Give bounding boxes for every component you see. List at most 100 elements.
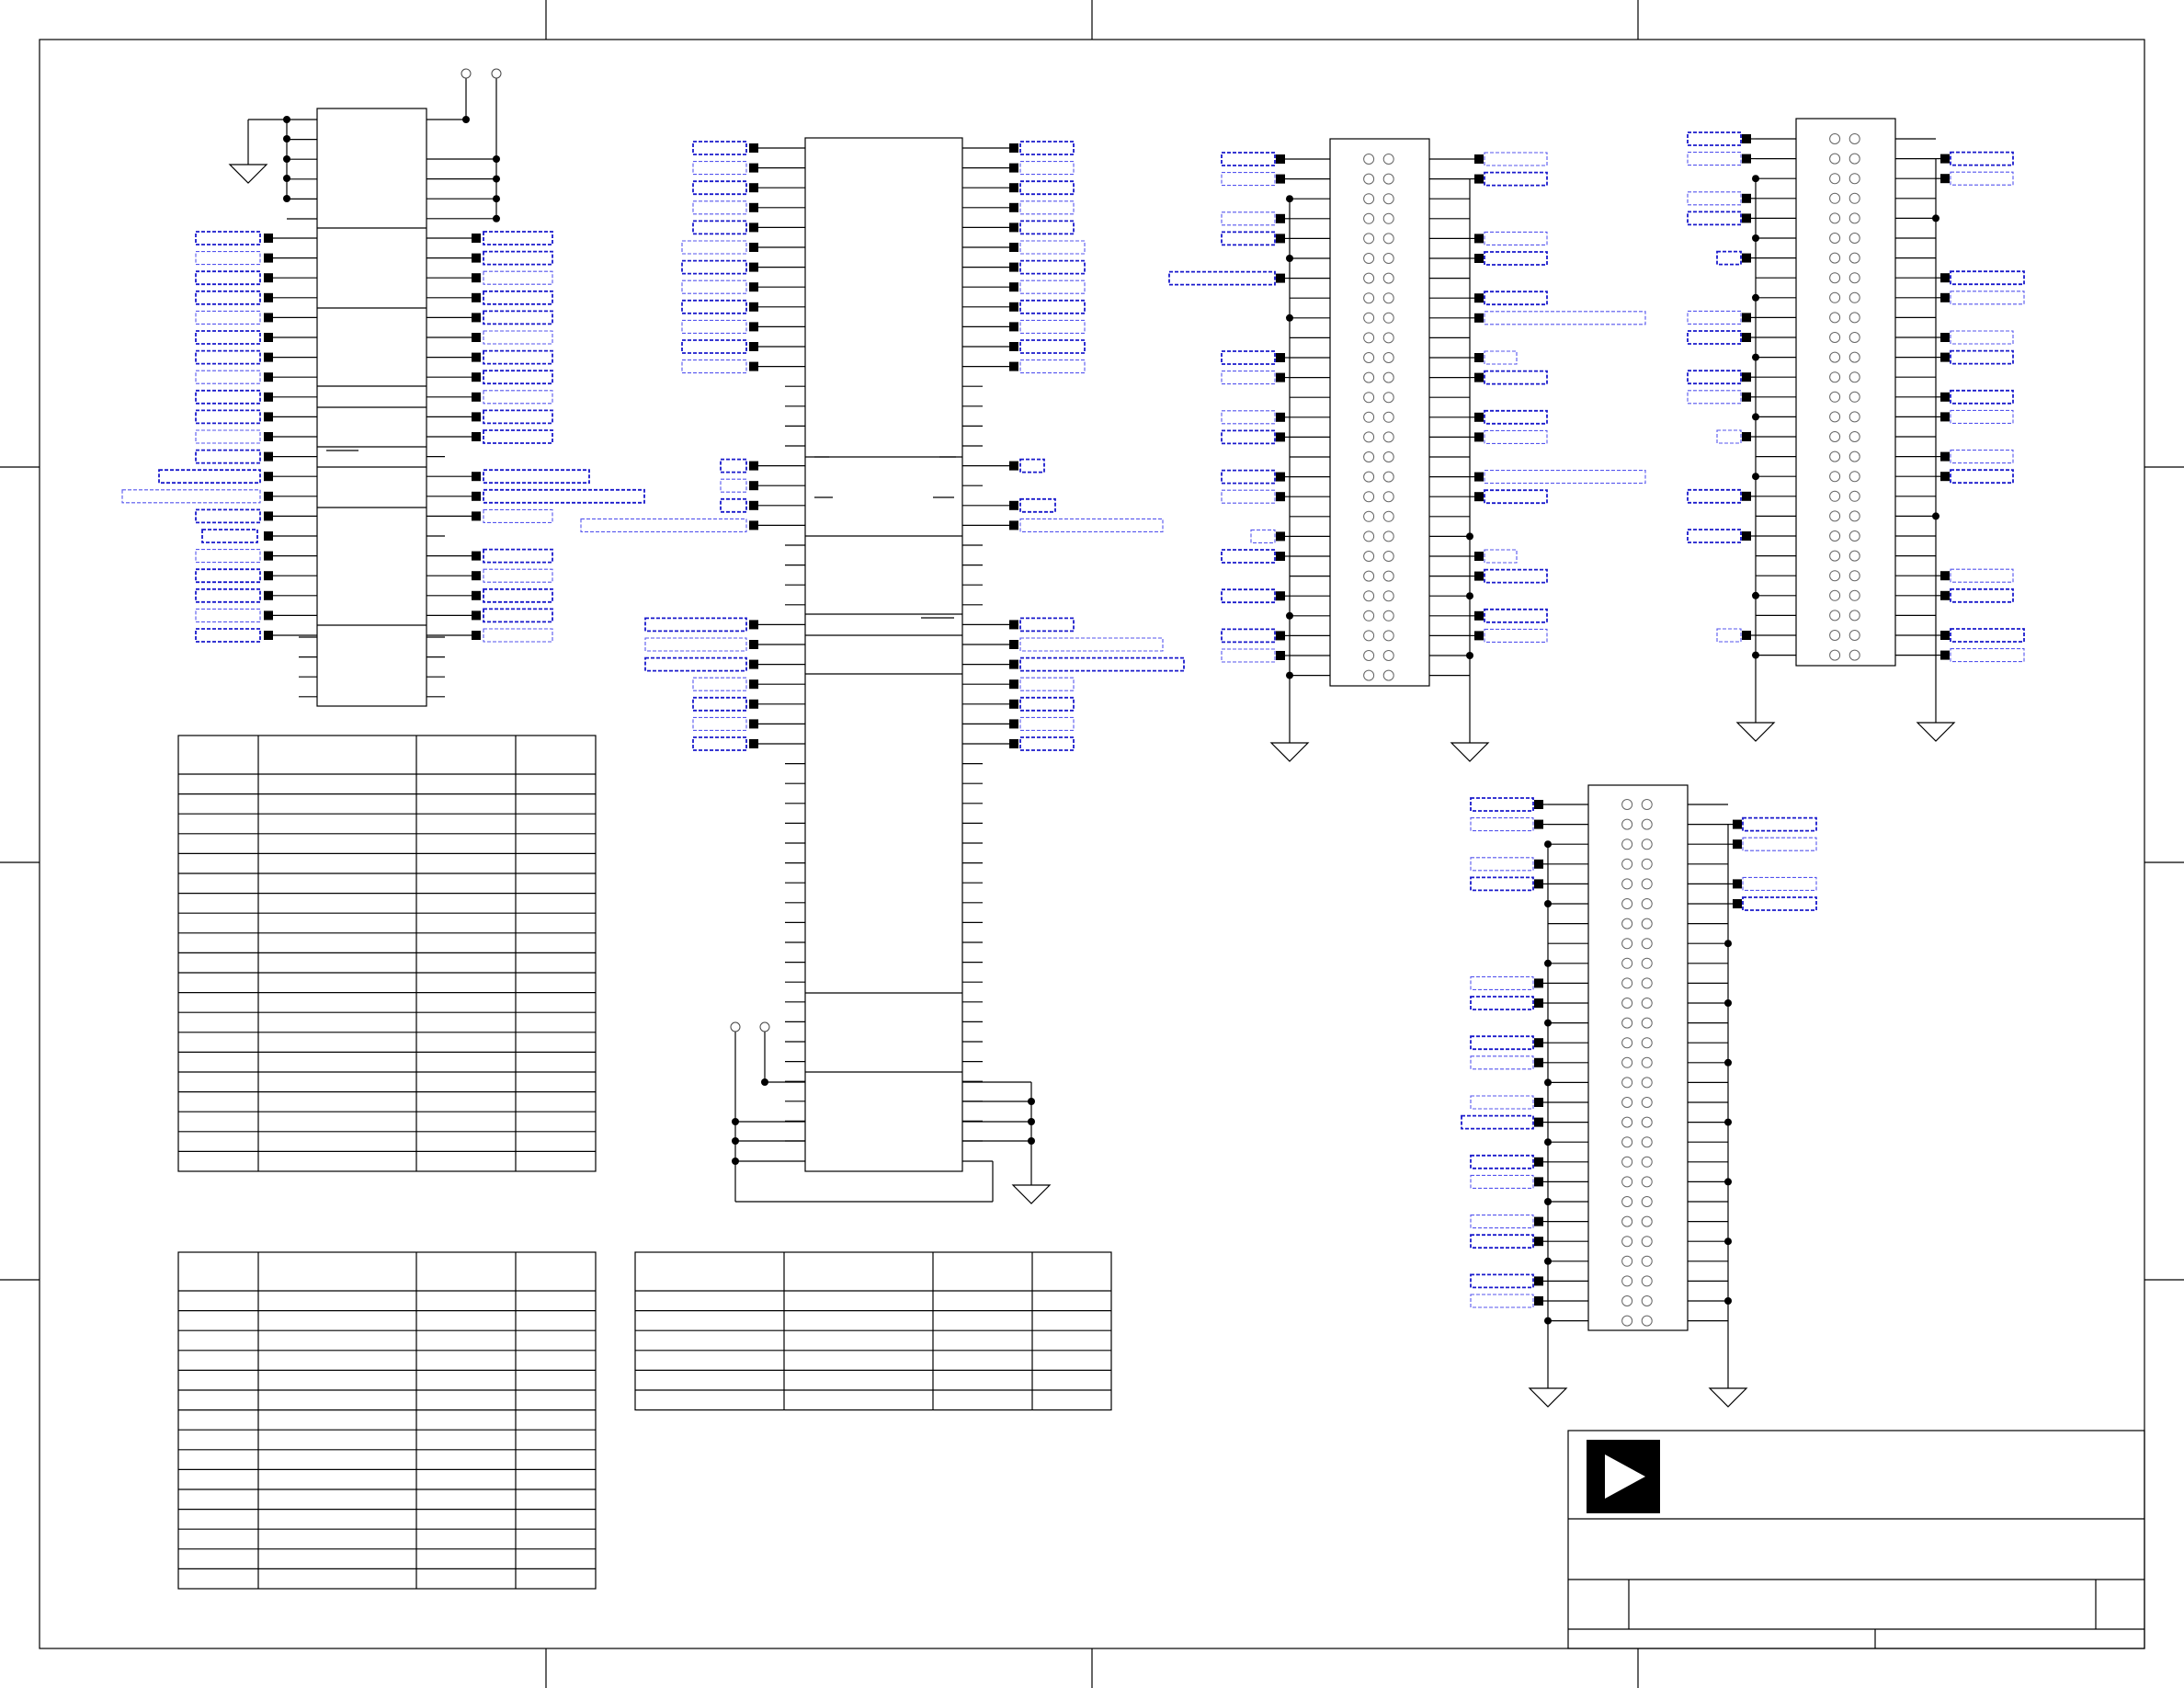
net-label xyxy=(1484,628,1548,643)
header-pin xyxy=(1641,1017,1653,1029)
net-port xyxy=(749,322,758,332)
net-port xyxy=(749,481,758,491)
net-label xyxy=(1484,470,1646,485)
net-port xyxy=(1009,640,1018,649)
net-port xyxy=(264,590,273,600)
net-port xyxy=(749,719,758,729)
net-label xyxy=(1019,716,1075,731)
header-pin xyxy=(1848,490,1860,502)
net-label xyxy=(1716,250,1742,266)
header-pin xyxy=(1829,471,1841,483)
net-label xyxy=(195,370,261,384)
net-label xyxy=(195,568,261,584)
net-label xyxy=(1470,1273,1534,1289)
header-pin xyxy=(1363,471,1375,483)
header-pin xyxy=(1848,570,1860,582)
header-pin xyxy=(1829,351,1841,363)
net-port xyxy=(1009,461,1018,471)
header-pin xyxy=(1382,253,1394,264)
header-pin xyxy=(1621,1136,1633,1148)
header-pin xyxy=(1382,570,1394,582)
net-port xyxy=(264,352,273,362)
net-label xyxy=(483,310,553,325)
net-label xyxy=(1470,1095,1534,1110)
pin-table-1 xyxy=(177,735,597,1172)
header-pin xyxy=(1641,1156,1653,1168)
net-port xyxy=(264,253,273,263)
net-port xyxy=(264,432,273,441)
pin-header-3 xyxy=(1461,784,1817,1408)
net-label xyxy=(580,518,747,532)
ground-triangle xyxy=(1528,1387,1568,1408)
net-label xyxy=(195,251,261,266)
header-pin xyxy=(1641,1215,1653,1227)
net-label xyxy=(1950,171,2014,186)
header-pin xyxy=(1621,1156,1633,1168)
net-label xyxy=(1470,1294,1534,1308)
net-label xyxy=(1019,299,1086,314)
net-label xyxy=(483,409,553,425)
net-label xyxy=(1019,259,1086,275)
header-pin xyxy=(1641,1275,1653,1287)
header-pin xyxy=(1382,173,1394,185)
header-pin xyxy=(1848,610,1860,622)
header-pin xyxy=(1621,878,1633,890)
net-label xyxy=(681,279,747,294)
net-label xyxy=(720,458,747,473)
header-pin xyxy=(1641,977,1653,989)
header-pin xyxy=(1621,1176,1633,1188)
net-port xyxy=(1009,739,1018,748)
net-label xyxy=(1687,390,1742,405)
net-port xyxy=(749,342,758,351)
header-pin xyxy=(1382,510,1394,522)
header-pin xyxy=(1382,411,1394,423)
header-pin xyxy=(1641,957,1653,969)
header-pin xyxy=(1363,431,1375,443)
net-label xyxy=(1221,410,1276,425)
net-port xyxy=(472,432,481,441)
net-label xyxy=(1221,371,1276,385)
net-label xyxy=(1221,489,1276,504)
net-label xyxy=(1019,637,1164,652)
net-label xyxy=(483,330,553,345)
header-pin xyxy=(1382,451,1394,462)
ground-symbol xyxy=(1450,730,1490,762)
play-triangle-logo-icon xyxy=(1587,1440,1660,1513)
header-pin xyxy=(1621,858,1633,870)
net-label xyxy=(1950,469,2014,485)
junction-dot xyxy=(283,175,290,182)
net-port xyxy=(1009,679,1018,690)
header-pin xyxy=(1382,193,1394,205)
net-label xyxy=(158,469,261,485)
net-label xyxy=(483,488,645,504)
net-label xyxy=(1461,1114,1534,1130)
net-label xyxy=(1221,211,1276,226)
net-label xyxy=(1470,1215,1534,1229)
header-pin xyxy=(1382,491,1394,503)
header-pin xyxy=(1641,1255,1653,1267)
net-label xyxy=(1470,996,1534,1010)
net-label xyxy=(1250,529,1276,543)
net-label xyxy=(201,529,258,543)
header-pin xyxy=(1382,431,1394,443)
net-label xyxy=(1484,152,1548,166)
header-pin xyxy=(1382,650,1394,661)
net-label xyxy=(681,319,747,334)
header-pin xyxy=(1641,998,1653,1009)
net-label xyxy=(1687,191,1742,206)
net-port xyxy=(1009,620,1018,630)
header-pin xyxy=(1363,332,1375,344)
net-label xyxy=(1019,240,1086,255)
net-label xyxy=(692,736,747,751)
net-port xyxy=(264,511,273,521)
net-port xyxy=(264,631,273,640)
net-port xyxy=(1009,302,1018,312)
net-port xyxy=(472,372,481,382)
junction-dot xyxy=(462,116,470,123)
ground-triangle xyxy=(1269,742,1310,762)
net-label xyxy=(1484,291,1548,306)
ground-symbol xyxy=(1011,1172,1052,1204)
junction-dot xyxy=(493,214,500,222)
net-port xyxy=(472,392,481,402)
